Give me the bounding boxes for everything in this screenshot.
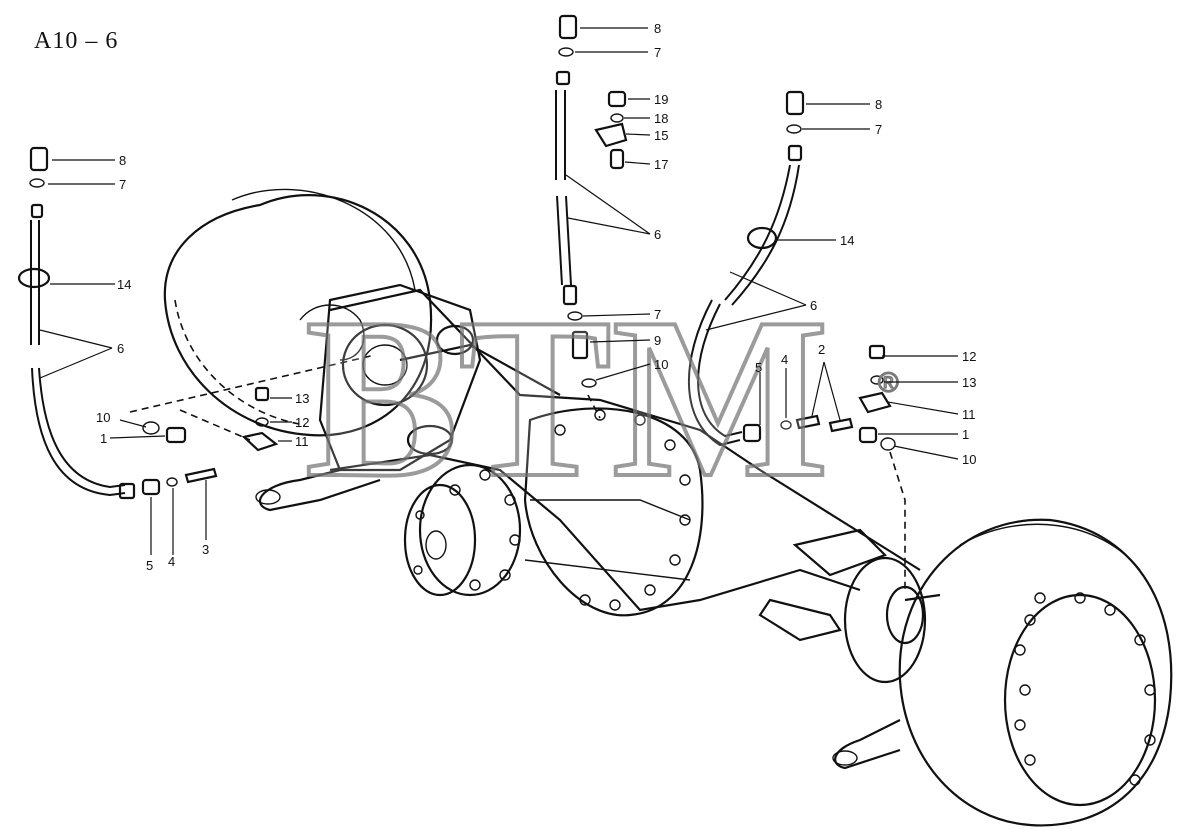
callout-left-6: 6 xyxy=(117,341,124,356)
watermark-text: BTM xyxy=(305,270,829,525)
callout-center-6: 6 xyxy=(654,227,661,242)
callout-left-14: 14 xyxy=(117,277,131,292)
callout-left-12: 12 xyxy=(295,415,309,430)
callout-left-7: 7 xyxy=(119,177,126,192)
callout-right-12: 12 xyxy=(962,349,976,364)
right-hose-assembly xyxy=(688,90,906,590)
callout-right-6: 6 xyxy=(810,298,817,313)
callout-leaders xyxy=(39,27,959,555)
callout-right-5: 5 xyxy=(755,360,762,375)
callout-left-11: 11 xyxy=(295,434,309,449)
callout-left-13: 13 xyxy=(295,391,309,406)
callout-center-8: 8 xyxy=(654,21,661,36)
callout-right-10: 10 xyxy=(962,452,976,467)
callout-left-1: 1 xyxy=(100,431,107,446)
callout-right-14: 14 xyxy=(840,233,854,248)
callout-center-7: 7 xyxy=(654,45,661,60)
callout-right-13: 13 xyxy=(962,375,976,390)
axle-housing xyxy=(255,283,921,642)
callout-center-17: 17 xyxy=(654,157,668,172)
callout-left-10: 10 xyxy=(96,410,110,425)
callout-left-4: 4 xyxy=(168,554,175,569)
callout-center-9: 9 xyxy=(654,333,661,348)
callout-right-4: 4 xyxy=(781,352,788,367)
left-hose-assembly xyxy=(17,146,376,500)
right-brake-drum xyxy=(832,518,1173,827)
callout-right-7: 7 xyxy=(875,122,882,137)
callout-left-3: 3 xyxy=(202,542,209,557)
callout-center-7b: 7 xyxy=(654,307,661,322)
callout-center-10: 10 xyxy=(654,357,668,372)
callout-center-15: 15 xyxy=(654,128,668,143)
page-title: A10 – 6 xyxy=(34,28,119,54)
callout-center-18: 18 xyxy=(654,111,668,126)
callout-numbers: 8 7 14 6 10 1 13 12 11 5 4 3 8 7 19 18 1… xyxy=(96,21,976,573)
callout-right-11: 11 xyxy=(962,407,976,422)
callout-right-2: 2 xyxy=(818,342,825,357)
callout-right-8: 8 xyxy=(875,97,882,112)
center-hose-assembly xyxy=(555,14,628,419)
callout-left-5: 5 xyxy=(146,558,153,573)
callout-left-8: 8 xyxy=(119,153,126,168)
callout-center-19: 19 xyxy=(654,92,668,107)
callout-right-1: 1 xyxy=(962,427,969,442)
watermark: BTM ® xyxy=(303,268,900,527)
left-brake-drum xyxy=(163,188,433,437)
